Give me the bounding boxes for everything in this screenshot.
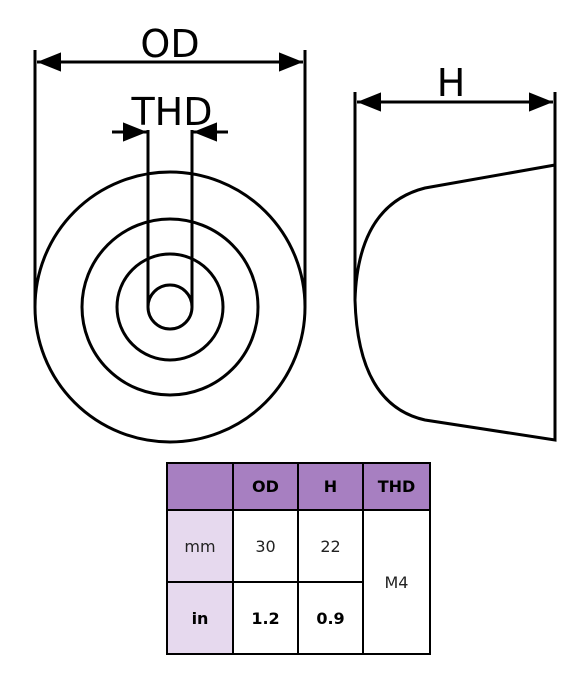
outer-circle: [33, 170, 307, 444]
h-in: 0.9: [297, 581, 364, 655]
thd-value: M4: [362, 509, 431, 655]
spec-table: OD H THD mm 30 22 M4 in 1.2 0.9: [166, 462, 431, 655]
h-label: H: [437, 61, 466, 105]
side-profile: [353, 163, 557, 442]
od-in: 1.2: [232, 581, 299, 655]
side-view: [353, 92, 557, 442]
thread-hole: [146, 283, 194, 331]
od-label: OD: [140, 22, 199, 66]
table-row-in: in 1.2 0.9: [166, 581, 430, 655]
header-od: OD: [232, 462, 299, 511]
middle-circle: [80, 217, 260, 397]
unit-in: in: [166, 581, 234, 655]
header-blank: [166, 462, 234, 511]
unit-mm: mm: [166, 509, 234, 583]
table-row-mm: mm 30 22 M4: [166, 509, 431, 655]
od-mm: 30: [232, 509, 299, 583]
inner-circle: [115, 252, 225, 362]
thd-label: THD: [130, 90, 212, 134]
header-h: H: [297, 462, 364, 511]
h-mm: 22: [297, 509, 364, 583]
technical-drawing: OD THD H: [33, 22, 557, 444]
header-thd: THD: [362, 462, 431, 511]
table-header-row: OD H THD: [166, 462, 431, 511]
front-view: [33, 50, 307, 444]
